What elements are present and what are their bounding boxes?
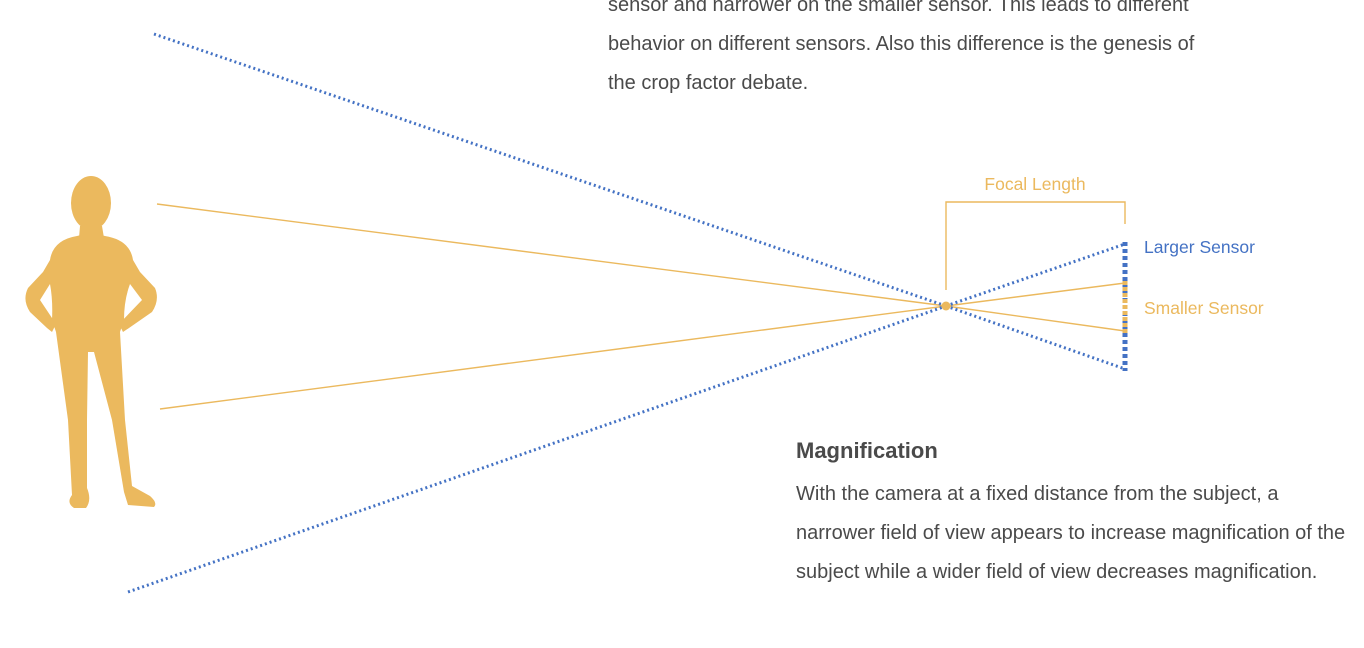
focal-length-bracket: [945, 201, 1126, 290]
orange-ray-to-sensor-bottom: [945, 305, 1126, 332]
blue-ray-to-sensor-bottom: [945, 304, 1126, 371]
larger-sensor-rays: [127, 32, 1126, 594]
smaller-sensor-rays: [156, 203, 1126, 410]
blue-ray-to-sensor-top: [945, 242, 1126, 308]
orange-ray-bottom-left: [159, 305, 947, 410]
orange-ray-to-sensor-top: [945, 282, 1126, 307]
lens-point: [941, 301, 951, 311]
orange-ray-top-left: [156, 203, 947, 307]
person-silhouette-icon: [25, 176, 157, 508]
smaller-sensor-label: Smaller Sensor: [1144, 298, 1264, 318]
focal-length-label: Focal Length: [984, 174, 1085, 194]
crop-factor-paragraph: sensor and narrower on the smaller senso…: [608, 0, 1195, 94]
larger-sensor-label: Larger Sensor: [1144, 237, 1255, 257]
magnification-paragraph: With the camera at a fixed distance from…: [796, 483, 1346, 583]
magnification-heading: Magnification: [796, 438, 938, 463]
